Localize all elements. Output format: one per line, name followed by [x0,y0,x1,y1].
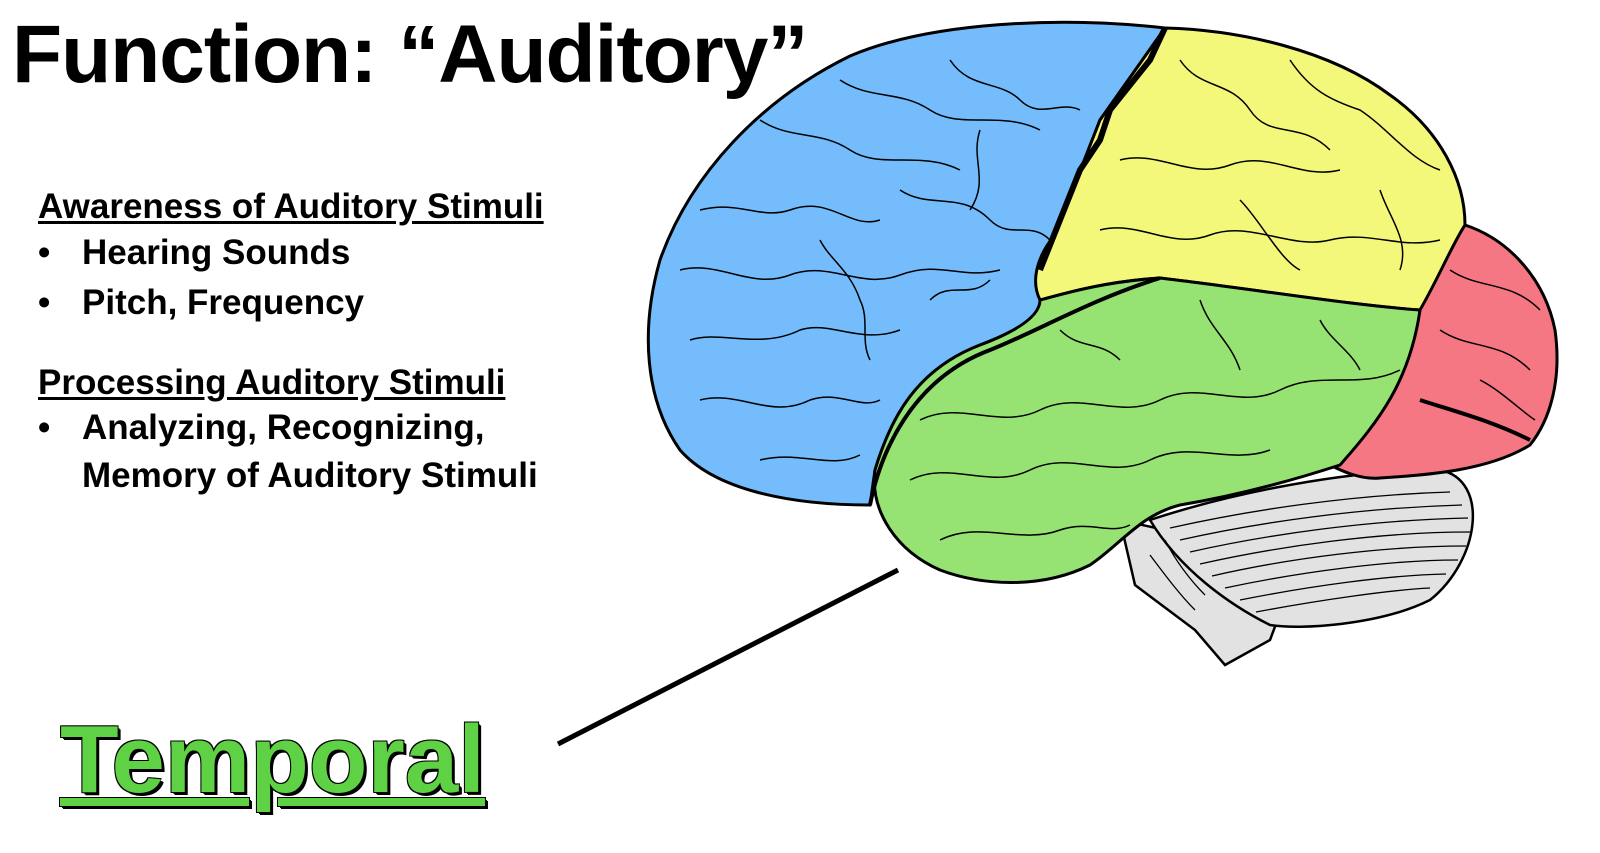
list-item: Hearing Sounds [38,228,544,278]
temporal-lobe [872,276,1422,584]
parietal-temporal-divider [1159,277,1421,311]
occipital-gyri [1419,269,1541,442]
parietal-gyri [1099,59,1441,271]
page-title: Function: “Auditory” [12,9,808,100]
awareness-section: Awareness of Auditory Stimuli Hearing So… [38,186,544,328]
cerebellum-folia [1149,491,1471,613]
temporal-gyri [909,299,1401,541]
processing-section: Processing Auditory Stimuli Analyzing, R… [38,362,538,500]
list-item: Analyzing, Recognizing, Memory of Audito… [38,404,538,500]
frontal-gyri [679,59,1081,462]
processing-list: Analyzing, Recognizing, Memory of Audito… [38,404,538,500]
pointer-line [556,567,900,747]
lateral-sulcus [868,276,1161,506]
awareness-list: Hearing Sounds Pitch, Frequency [38,228,544,328]
list-item: Pitch, Frequency [38,278,544,328]
temporal-lobe-label: Temporal [60,706,485,813]
cerebellum [1118,468,1475,667]
central-sulcus [1037,26,1168,272]
awareness-heading: Awareness of Auditory Stimuli [38,187,544,226]
processing-heading: Processing Auditory Stimuli [38,363,506,402]
